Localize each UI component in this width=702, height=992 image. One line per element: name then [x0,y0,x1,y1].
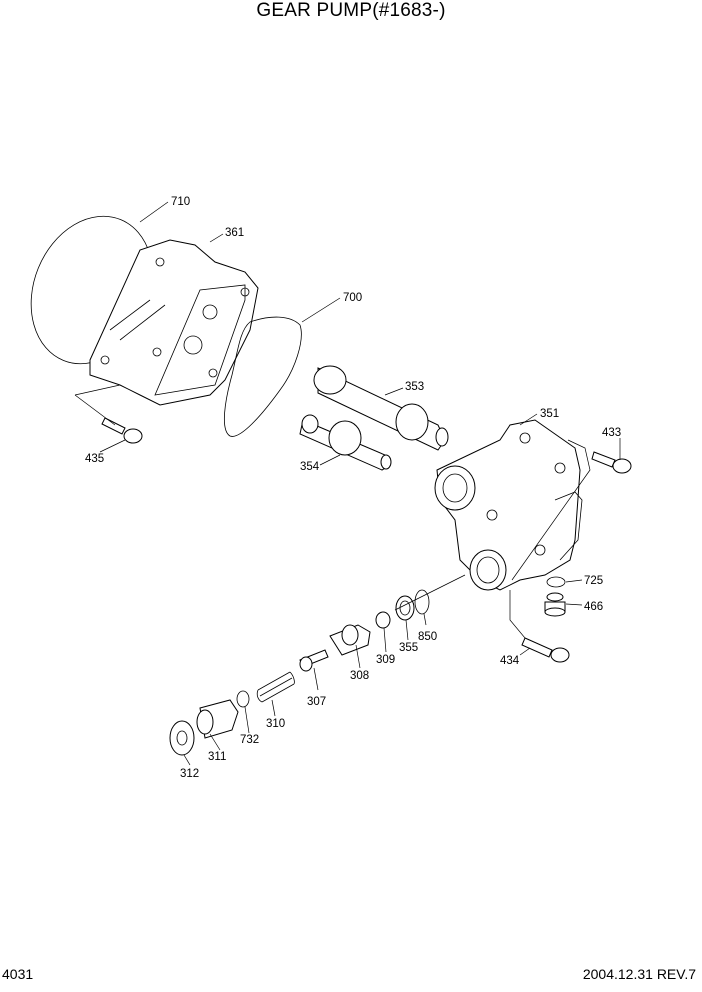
part-850-snap-ring [414,589,430,615]
part-725-oring [546,576,566,588]
label-354: 354 [300,461,320,473]
label-308: 308 [350,670,369,682]
label-355: 355 [399,642,418,654]
part-732-oring [236,690,250,708]
label-309: 309 [376,654,395,666]
part-312-nut [169,720,195,756]
part-700-oring [224,316,302,437]
part-307-pin [299,649,329,672]
label-310: 310 [266,718,285,730]
part-310-spring [256,671,295,703]
diagram-title: GEAR PUMP(#1683-) [256,0,446,21]
part-433-bolt [591,451,632,474]
label-361: 361 [225,227,244,239]
part-435-bolt [74,384,143,444]
label-434: 434 [500,655,520,667]
label-435: 435 [85,453,104,465]
label-433: 433 [602,427,621,439]
leader-lines [99,201,621,766]
label-725: 725 [584,575,603,587]
label-351: 351 [540,408,559,420]
label-850: 850 [418,631,437,643]
label-353: 353 [405,381,424,393]
label-307: 307 [307,696,326,708]
part-351-body [434,419,591,591]
label-710: 710 [171,196,190,208]
label-732: 732 [240,734,259,746]
part-355-bearing [395,595,415,621]
part-466-plug [544,592,566,617]
part-308-poppet [329,624,371,656]
part-434-bolt [509,590,570,663]
date-revision: 2004.12.31 REV.7 [582,966,696,982]
label-311: 311 [208,751,226,763]
part-354-gear-shaft [299,414,392,471]
part-353-gear-shaft [313,365,449,451]
page-number: 4031 [2,966,34,982]
part-309-collar [375,611,391,629]
label-466: 466 [584,601,603,613]
part-361-cover [89,239,259,406]
part-311-adjuster [196,699,239,739]
label-700: 700 [343,292,362,304]
label-312: 312 [180,768,199,780]
